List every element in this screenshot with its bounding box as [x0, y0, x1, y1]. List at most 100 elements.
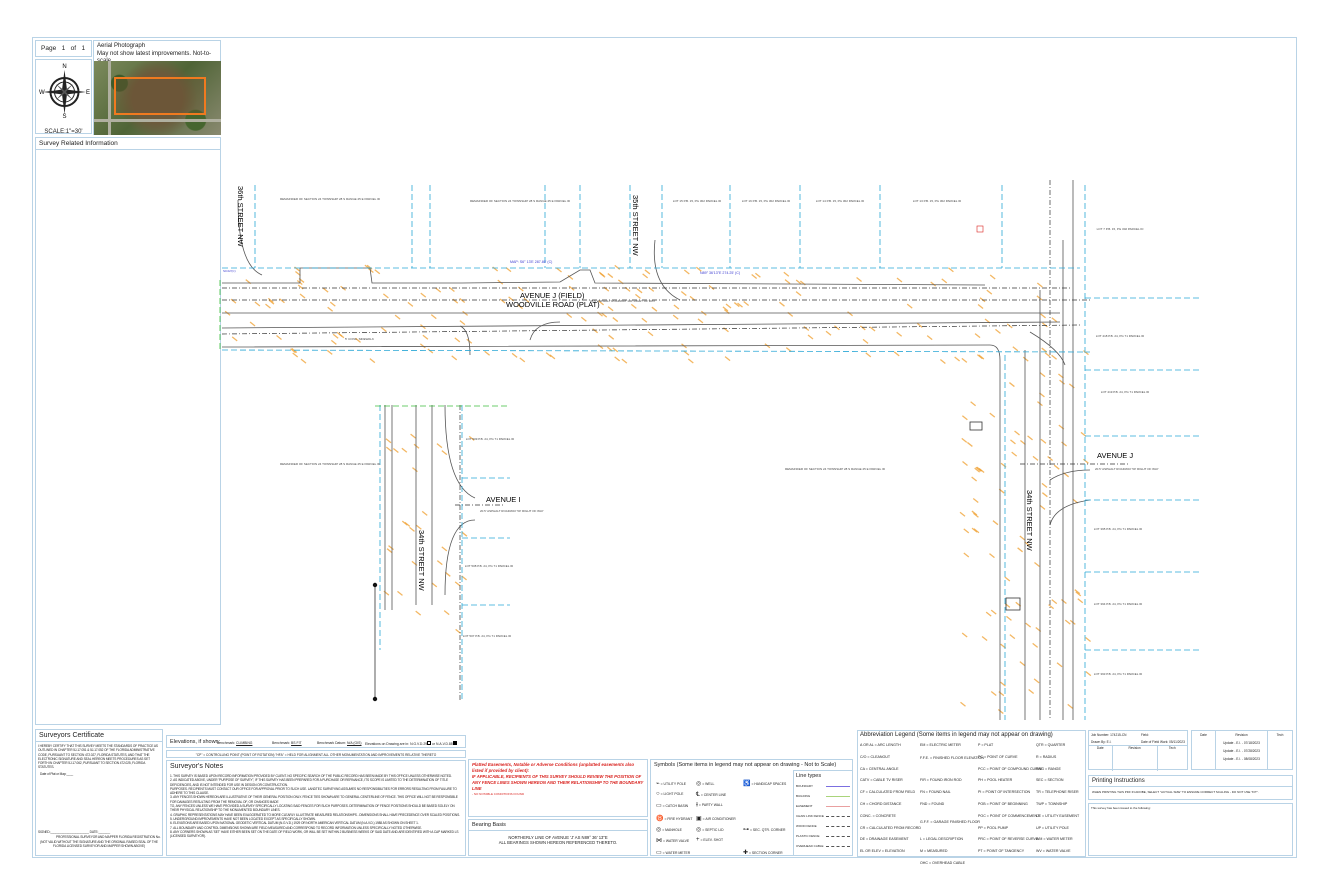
elevation-mark: [1051, 317, 1058, 323]
elevation-mark: [441, 546, 448, 552]
elevation-mark: [708, 284, 715, 290]
elevation-mark: [725, 303, 732, 309]
symbol-label: = WATER METER: [662, 851, 691, 855]
abbreviation-item: SEC = SECTION: [1036, 778, 1064, 783]
elevation-mark: [517, 304, 523, 310]
elevation-mark: [960, 701, 966, 707]
elevation-mark: [1085, 637, 1091, 643]
elevation-mark: [401, 447, 408, 453]
symbol-label: = PARTY WALL: [698, 803, 723, 807]
elevation-mark: [322, 287, 329, 293]
printing-instructions: Printing Instructions WHEN PRINTING THIS…: [1088, 775, 1293, 800]
elevation-mark: [394, 314, 401, 320]
elevation-mark: [1009, 382, 1015, 388]
elevation-mark: [254, 301, 261, 307]
field-label: Field:: [1141, 733, 1149, 737]
survey-info-title: Survey Related Information: [36, 138, 220, 150]
elevation-mark: [566, 312, 573, 318]
abbreviation-item: CONC. = CONCRETE: [860, 813, 896, 818]
abbreviation-item: CH = CHORD DISTANCE: [860, 802, 902, 806]
navd-checkbox[interactable]: [452, 741, 457, 745]
elevation-mark: [407, 301, 414, 307]
symbol-label: = WATER VALVE: [662, 839, 690, 843]
line-type-label: BUILDING: [796, 794, 811, 798]
elevation-mark: [651, 306, 658, 312]
elevation-mark: [966, 441, 973, 447]
elevation-mark: [297, 284, 304, 290]
note-item: 2. AS INDICATED ABOVE, UNDER "PURPOSE OF…: [170, 778, 449, 787]
benchmark2-value: BS FIT: [291, 741, 302, 745]
symbol-item: ℄ = CENTER LINE: [696, 791, 726, 798]
symbol-icon: ▭: [656, 850, 662, 856]
line-type-item: CHAIN LINK FENCE: [794, 811, 852, 821]
elevation-mark: [644, 269, 651, 275]
avenue-j-row-note: 28.5' ASPHALT ROADWAY 100' RIGHT OF WAY: [590, 299, 655, 303]
revision-row: Update - E.I. - 07/18/2023: [1223, 741, 1260, 745]
elevation-mark: [1040, 438, 1047, 444]
elevation-mark: [1028, 689, 1035, 695]
road-edges: [221, 180, 1091, 720]
elevation-mark: [511, 352, 518, 358]
elevation-mark: [896, 331, 903, 337]
elevation-mark: [1000, 681, 1006, 687]
note-item: PURPOSES. RECIPIENTS MUST CONTACT OUR OF…: [170, 786, 457, 796]
elevation-mark: [695, 266, 702, 272]
line-type-label: EASEMENT: [796, 804, 813, 808]
symbol-icon: ⫲: [696, 802, 698, 808]
elevation-mark: [364, 264, 371, 270]
elevation-mark: [970, 401, 977, 407]
abbreviation-item: M = MEASURED: [920, 849, 948, 854]
elevation-mark: [382, 293, 389, 299]
elevations-title: Elevations, if shown:: [170, 739, 221, 745]
elevation-mark: [1010, 439, 1016, 445]
elevation-mark: [683, 350, 690, 356]
symbol-item: ◎ = WELL: [696, 780, 714, 787]
elevation-mark: [1077, 598, 1084, 604]
elevation-mark: [1014, 430, 1020, 436]
elevation-mark: [1006, 615, 1012, 621]
note-item: 7. ALL BOUNDARY AND CONTROL DIMENSIONS S…: [170, 825, 422, 830]
ngvd-checkbox[interactable]: [427, 741, 432, 745]
elevation-mark: [976, 354, 983, 360]
street-avenue-j-field: AVENUE J (FIELD): [520, 291, 585, 300]
elevation-mark: [1040, 313, 1046, 319]
parcel-label: LOT 508 P.B. 24, PG 71 PARCEL ID: [465, 564, 514, 568]
abbreviation-item: FND = FOUND: [920, 802, 945, 806]
page-label: Page: [41, 45, 57, 52]
abbreviation-legend: Abbreviation Legend (Some items in legen…: [857, 730, 1086, 865]
elevation-mark: [647, 331, 654, 337]
elevation-mark: [549, 354, 556, 360]
elevation-mark: [397, 590, 403, 596]
elevation-mark: [607, 346, 613, 352]
symbol-label: = HANDICAP SPACES: [751, 782, 787, 786]
elevation-mark: [249, 321, 256, 327]
elevation-mark: [599, 272, 606, 278]
job-col-revision: Revision: [1113, 746, 1158, 771]
elevation-mark: [963, 552, 970, 558]
line-type-swatch: [826, 835, 850, 837]
elevation-mark: [724, 356, 731, 362]
elevation-mark: [1032, 455, 1039, 461]
elevation-mark: [630, 303, 637, 309]
elev-units-label: Elevations on Drawing are in:: [365, 742, 410, 746]
parcel-label: REMAINDER OF SECTION 24 TOWNSHIP 28 S RA…: [280, 197, 381, 201]
ngvd-option: N.G.V.D.29: [410, 742, 428, 746]
elevation-mark: [421, 510, 428, 516]
elevation-mark: [441, 450, 448, 456]
elevation-mark: [754, 272, 761, 278]
elevation-mark: [697, 318, 704, 324]
elevation-mark: [1027, 435, 1033, 441]
street-36th: 36th STREET NW: [236, 186, 245, 248]
elevation-mark: [290, 348, 296, 354]
parcel-label: LOT 507 P.B. 24, PG 71 PARCEL ID: [463, 634, 512, 638]
benchmark1-value: CLIMBING: [236, 741, 253, 745]
elevation-mark: [1048, 604, 1055, 610]
easements-none: - NO NOTABLE CONDITIONS FOUND: [472, 792, 525, 796]
elevation-mark: [722, 306, 729, 312]
line-type-label: BOUNDARY: [796, 784, 813, 788]
elevation-mark: [545, 352, 552, 358]
elevation-mark: [1039, 372, 1046, 378]
elevation-mark: [431, 582, 438, 588]
